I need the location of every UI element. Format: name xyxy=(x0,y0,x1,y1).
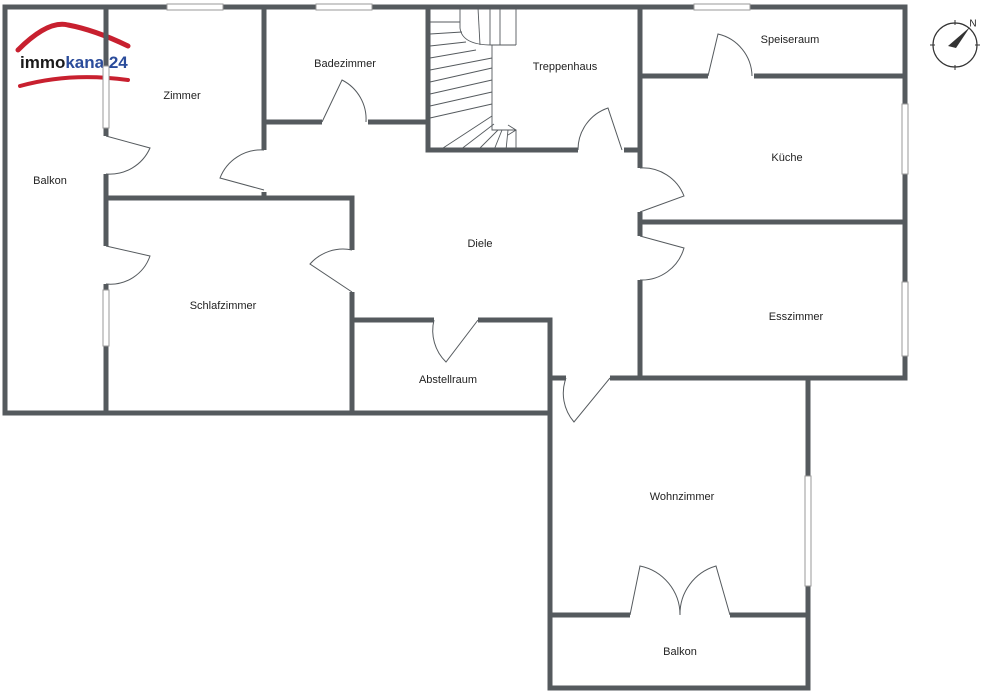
compass-north-label: N xyxy=(969,19,976,30)
room-label-kueche: Küche xyxy=(771,152,802,164)
room-label-schlafzimmer: Schlafzimmer xyxy=(190,300,257,312)
door-balkon-wohnzimmer-left[interactable] xyxy=(629,565,681,616)
staircase-steps xyxy=(429,7,517,151)
door-balkon-zimmer[interactable] xyxy=(105,135,151,175)
logo-part-1: immo xyxy=(20,53,65,72)
brand-logo: immokanal24 xyxy=(15,21,131,88)
logo-text: immokanal24 xyxy=(20,53,128,72)
room-label-esszimmer: Esszimmer xyxy=(769,311,824,323)
door-schlafzimmer[interactable] xyxy=(309,248,353,293)
door-treppenhaus[interactable] xyxy=(577,107,623,151)
door-esszimmer[interactable] xyxy=(639,235,685,281)
room-label-zimmer: Zimmer xyxy=(163,90,201,102)
room-label-wohnzimmer: Wohnzimmer xyxy=(650,491,715,503)
room-label-badezimmer: Badezimmer xyxy=(314,58,376,70)
door-badezimmer[interactable] xyxy=(321,79,367,123)
door-abstellraum[interactable] xyxy=(432,319,479,363)
door-zimmer[interactable] xyxy=(219,149,265,191)
logo-roof-icon xyxy=(15,21,131,53)
logo-swoosh-icon xyxy=(18,75,130,88)
walls xyxy=(2,4,908,691)
room-label-balkon-bottom: Balkon xyxy=(663,646,697,658)
windows xyxy=(102,3,909,587)
room-label-diele: Diele xyxy=(467,238,492,250)
room-label-speiseraum: Speiseraum xyxy=(761,34,820,46)
logo-part-3: 24 xyxy=(109,53,128,72)
door-wohnzimmer[interactable] xyxy=(562,377,611,423)
compass-needle-icon xyxy=(948,27,970,48)
door-openings xyxy=(103,73,754,618)
room-label-abstellraum: Abstellraum xyxy=(419,374,477,386)
room-label-treppenhaus: Treppenhaus xyxy=(533,61,598,73)
door-speiseraum[interactable] xyxy=(707,33,753,77)
door-kueche[interactable] xyxy=(639,167,685,213)
door-balkon-wohnzimmer-right[interactable] xyxy=(679,565,731,616)
doors xyxy=(105,33,753,616)
door-balkon-schlafzimmer[interactable] xyxy=(105,245,151,285)
compass-icon: N xyxy=(930,19,980,70)
room-labels: Zimmer Badezimmer Treppenhaus Speiseraum… xyxy=(33,34,823,658)
logo-part-2: kanal xyxy=(65,53,108,72)
room-label-balkon-left: Balkon xyxy=(33,175,67,187)
